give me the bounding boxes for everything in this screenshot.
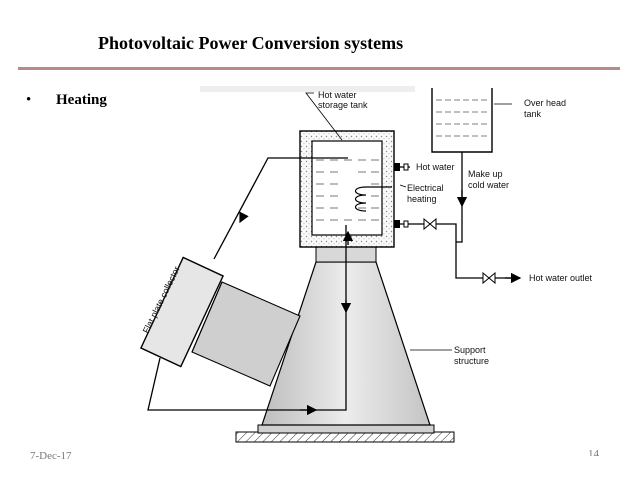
label-make-up-1: Make up <box>468 169 503 179</box>
label-electrical-heating-1: Electrical <box>407 183 444 193</box>
label-over-head-tank-2: tank <box>524 109 542 119</box>
label-over-head-tank-1: Over head <box>524 98 566 108</box>
bullet-item: • Heating <box>26 92 107 109</box>
hot-water-storage-tank <box>299 130 395 248</box>
slide-title: Photovoltaic Power Conversion systems <box>98 33 404 53</box>
over-head-tank <box>431 88 493 153</box>
label-hot-water-storage-tank-2: storage tank <box>318 100 368 110</box>
label-support-structure-2: structure <box>454 356 489 366</box>
faint-background-text <box>200 86 415 92</box>
label-hot-water-outlet: Hot water outlet <box>529 273 593 283</box>
flow-arrows <box>239 190 522 416</box>
label-hot-water-storage-tank-1: Hot water <box>318 90 357 100</box>
bullet-marker: • <box>26 92 32 108</box>
label-support-structure-1: Support <box>454 345 486 355</box>
label-electrical-heating-2: heating <box>407 194 437 204</box>
flat-plate-collector <box>140 256 301 387</box>
label-make-up-2: cold water <box>468 180 509 190</box>
valve-icon <box>423 217 496 285</box>
page-number: 14 <box>588 448 599 456</box>
ground-base <box>235 424 455 443</box>
footer-date: 7-Dec-17 <box>30 450 72 462</box>
leader-lines <box>305 92 512 351</box>
pipe-fittings <box>394 163 409 228</box>
title-divider <box>18 67 620 70</box>
label-hot-water: Hot water <box>416 162 455 172</box>
bullet-text: Heating <box>56 92 107 108</box>
